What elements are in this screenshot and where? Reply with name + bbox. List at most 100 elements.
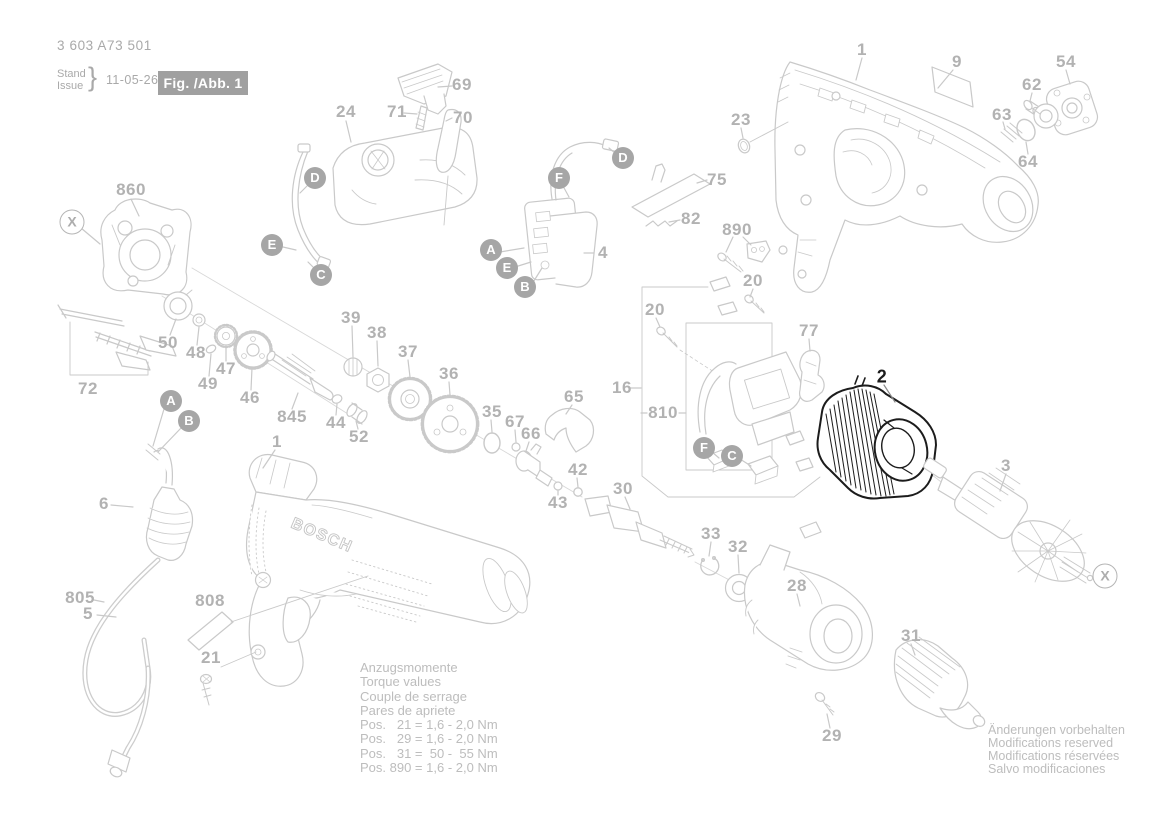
document-part-number: 3 603 A73 501: [57, 38, 152, 53]
part-label-71-2: 71: [387, 102, 407, 121]
part-label-860-0: 860: [116, 180, 146, 199]
part-label-20-16: 20: [645, 300, 665, 319]
spring-63: [1000, 122, 1023, 143]
letter-badge-F-10: F: [693, 437, 715, 459]
letter-badge-D-2: D: [304, 167, 326, 189]
part-label-43-32: 43: [548, 493, 568, 512]
stand-issue-label: Stand Issue: [57, 68, 86, 92]
selector-button-69: [397, 63, 453, 115]
armature-3: [923, 457, 1094, 584]
o-ring-23: [737, 138, 751, 154]
part-label-42-31: 42: [568, 460, 588, 479]
part-label-1-6: 1: [857, 40, 867, 59]
letter-badge-D-9: D: [612, 147, 634, 169]
letter-badge-B-13: B: [178, 410, 200, 432]
letter-badge-A-5: A: [480, 239, 502, 261]
brace-glyph: }: [88, 62, 98, 92]
part-label-44-33: 44: [326, 413, 346, 432]
part-label-48-36: 48: [186, 343, 206, 362]
letter-badge-E-3: E: [261, 234, 283, 256]
part-label-63-10: 63: [992, 105, 1012, 124]
part-label-54-9: 54: [1056, 52, 1076, 71]
part-label-890-12: 890: [722, 220, 752, 239]
part-label-845-40: 845: [277, 407, 307, 426]
part-label-2-21: 2: [876, 366, 888, 387]
part-label-28-51: 28: [787, 576, 807, 595]
part-label-75-13: 75: [707, 170, 727, 189]
issue-date: 11-05-26: [106, 73, 159, 87]
part-label-70-4: 70: [453, 108, 473, 127]
issue-label: Issue: [57, 80, 84, 92]
brush-plate-assembly: [656, 276, 822, 539]
label-sticker-9: [931, 66, 974, 108]
power-cord-805: [82, 557, 161, 778]
cord-clamp-890: [717, 240, 771, 273]
part-label-39-23: 39: [341, 308, 361, 327]
part-label-36-26: 36: [439, 364, 459, 383]
part-label-46-39: 46: [240, 388, 260, 407]
letter-badge-B-7: B: [514, 276, 536, 298]
part-label-29-53: 29: [822, 726, 842, 745]
screw-21: [199, 673, 213, 706]
part-label-30-48: 30: [613, 479, 633, 498]
part-label-9-7: 9: [952, 52, 962, 71]
part-label-66-29: 66: [521, 424, 541, 443]
stand-label: Stand: [57, 68, 86, 80]
part-label-50-35: 50: [158, 333, 178, 352]
part-label-67-28: 67: [505, 412, 525, 431]
brush-holder-77: [799, 349, 825, 402]
part-label-47-37: 47: [216, 359, 236, 378]
spring-clip-82: [645, 220, 678, 227]
screw-29: [814, 691, 835, 716]
part-label-808-46: 808: [195, 591, 225, 610]
part-label-5-45: 5: [83, 604, 93, 623]
part-label-24-1: 24: [336, 102, 356, 121]
cord-grommet-6: [145, 443, 194, 561]
gear-housing-860: [100, 198, 192, 296]
part-label-23-5: 23: [731, 110, 751, 129]
part-label-31-52: 31: [901, 626, 921, 645]
letter-badge-C-11: C: [721, 445, 743, 467]
part-label-49-38: 49: [198, 374, 218, 393]
spring-pin-71: [415, 105, 428, 131]
lever-70: [435, 108, 462, 173]
part-label-77-18: 77: [799, 321, 819, 340]
part-label-3-22: 3: [1001, 456, 1011, 475]
o-ring-64: [1016, 118, 1036, 142]
part-label-69-3: 69: [452, 75, 472, 94]
part-label-20-17: 20: [743, 271, 763, 290]
front-housing-28: [743, 544, 873, 671]
part-label-16-19: 16: [612, 378, 632, 397]
slide-plate-75: [631, 163, 711, 218]
depth-stop-parts-72: [57, 304, 177, 376]
letter-badge-C-4: C: [310, 264, 332, 286]
letter-badge-F-8: F: [548, 167, 570, 189]
label-sticker-808: [187, 611, 234, 651]
screw-20-right: [744, 294, 765, 314]
part-label-72-41: 72: [78, 379, 98, 398]
part-label-64-11: 64: [1018, 152, 1038, 171]
motor-housing-1: [774, 61, 1039, 293]
part-label-32-50: 32: [728, 537, 748, 556]
part-label-33-49: 33: [701, 524, 721, 543]
part-label-4-15: 4: [598, 243, 608, 262]
middle-gear-train: [343, 357, 595, 497]
letter-badge-A-12: A: [160, 390, 182, 412]
part-label-38-24: 38: [367, 323, 387, 342]
bearing-flange-54: [1031, 80, 1099, 136]
part-label-35-27: 35: [482, 402, 502, 421]
figure-label-box: Fig. /Abb. 1: [158, 71, 248, 95]
part-label-65-30: 65: [564, 387, 584, 406]
screw-20-left: [656, 326, 678, 348]
part-label-805-44: 805: [65, 588, 95, 607]
circlip-33: [700, 555, 720, 576]
left-gear-set: [163, 289, 368, 425]
drill-body-1: BOSCH: [245, 453, 531, 687]
part-label-810-20: 810: [648, 403, 678, 422]
chuck-31: [893, 636, 986, 730]
